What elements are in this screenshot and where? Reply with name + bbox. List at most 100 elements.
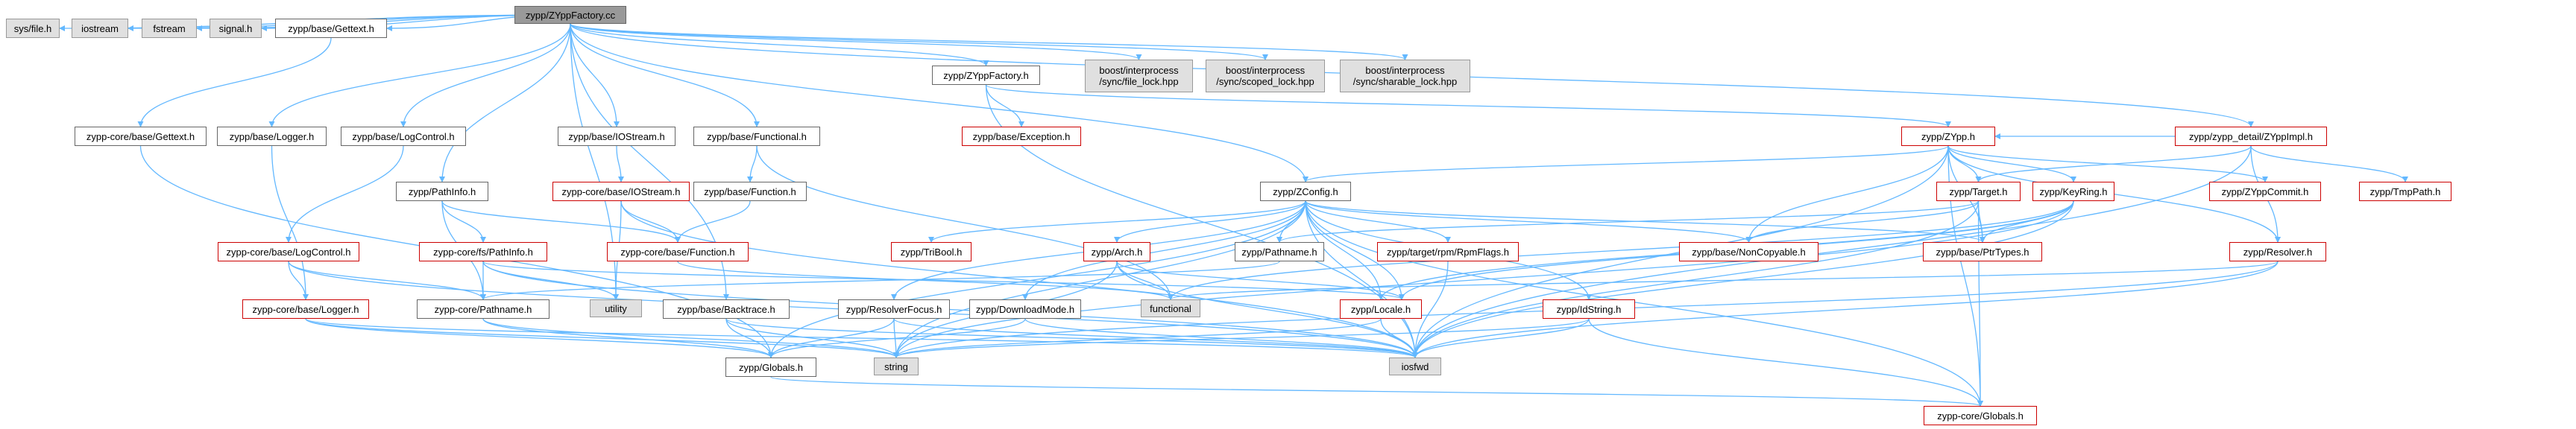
edge-keyring-to-iosfwd xyxy=(1412,200,2074,358)
node-zypph[interactable]: zypp/ZYpp.h xyxy=(1901,127,1995,146)
node-rpmflags[interactable]: zypp/target/rpm/RpmFlags.h xyxy=(1377,242,1519,261)
edge-root-to-zyppfactoryh xyxy=(570,23,989,66)
edge-downloadmode-to-globals xyxy=(768,318,1026,358)
edge-root-to-pathinfo xyxy=(439,23,571,182)
node-resolverfocus[interactable]: zypp/ResolverFocus.h xyxy=(838,299,950,319)
node-cglobals[interactable]: zypp-core/Globals.h xyxy=(1924,406,2037,425)
node-functional[interactable]: zypp/base/Functional.h xyxy=(693,127,820,146)
edge-functional-to-function xyxy=(747,145,758,182)
node-keyring[interactable]: zypp/KeyRing.h xyxy=(2032,182,2114,201)
edge-cpathname-to-string xyxy=(482,318,899,358)
node-utility[interactable]: utility xyxy=(590,299,642,317)
node-functionalsys[interactable]: functional xyxy=(1141,299,1200,317)
node-pathinfo[interactable]: zypp/PathInfo.h xyxy=(396,182,488,201)
edge-zconfig-to-cglobals xyxy=(1305,200,1983,407)
node-sysfile[interactable]: sys/file.h xyxy=(6,19,60,38)
edge-resolver-to-functionalsys xyxy=(1168,261,2279,300)
node-fstream[interactable]: fstream xyxy=(142,19,197,38)
node-slock[interactable]: boost/interprocess /sync/scoped_lock.hpp xyxy=(1206,60,1325,92)
node-pathname[interactable]: zypp/Pathname.h xyxy=(1235,242,1324,261)
edge-zconfig-to-rpmflags xyxy=(1305,200,1451,243)
edge-cpathname-to-globals xyxy=(482,318,774,358)
edge-target-to-noncopyable xyxy=(1745,200,1980,243)
node-noncopyable[interactable]: zypp/base/NonCopyable.h xyxy=(1679,242,1818,261)
edge-root-to-logcontrol xyxy=(400,23,571,127)
edge-zyppimpl-to-tmppath xyxy=(2250,145,2408,182)
edge-zconfig-to-string xyxy=(893,200,1306,358)
edge-idstring-to-iosfwd xyxy=(1412,318,1590,358)
edge-arch-to-iosfwd xyxy=(1116,261,1418,358)
edge-zypph-to-zyppcommit xyxy=(1947,145,2268,182)
edge-zconfig-to-arch xyxy=(1114,200,1306,243)
node-cpathname[interactable]: zypp-core/Pathname.h xyxy=(417,299,549,319)
edge-root-to-iostreamh xyxy=(570,23,620,127)
node-arch[interactable]: zypp/Arch.h xyxy=(1083,242,1150,261)
node-tribool[interactable]: zypp/TriBool.h xyxy=(891,242,971,261)
edge-zypph-to-keyring xyxy=(1947,145,2076,182)
edge-backtrace-to-string xyxy=(725,318,899,358)
edge-target-to-iosfwd xyxy=(1412,200,1980,358)
node-zyppcommit[interactable]: zypp/ZYppCommit.h xyxy=(2209,182,2321,201)
edge-zconfig-to-locale xyxy=(1305,200,1384,300)
edge-clogger-to-iosfwd xyxy=(305,318,1418,358)
edge-resolverfocus-to-iosfwd xyxy=(893,318,1418,358)
node-function[interactable]: zypp/base/Function.h xyxy=(693,182,807,201)
node-idstring[interactable]: zypp/IdString.h xyxy=(1543,299,1635,319)
edge-rpmflags-to-iosfwd xyxy=(1412,261,1449,358)
edge-logger-to-clogger xyxy=(271,145,309,300)
node-clogcontrol[interactable]: zypp-core/base/LogControl.h xyxy=(218,242,359,261)
node-tmppath[interactable]: zypp/TmpPath.h xyxy=(2359,182,2451,201)
node-signal[interactable]: signal.h xyxy=(210,19,262,38)
edge-root-to-logger xyxy=(268,23,571,127)
edge-function-to-cfunction xyxy=(675,200,751,243)
edge-keyring-to-ptrtypes xyxy=(1980,200,2074,243)
edge-root-to-functional xyxy=(570,23,760,127)
edge-zyppimpl-to-iosfwd xyxy=(1412,145,2252,358)
edge-keyring-to-string xyxy=(893,200,2074,358)
node-cgettext[interactable]: zypp-core/base/Gettext.h xyxy=(75,127,207,146)
edge-gettext-to-cgettext xyxy=(137,37,332,127)
edge-resolverfocus-to-globals xyxy=(768,318,895,358)
edge-downloadmode-to-iosfwd xyxy=(1024,318,1418,358)
node-exception[interactable]: zypp/base/Exception.h xyxy=(962,127,1081,146)
node-iostreamh[interactable]: zypp/base/IOStream.h xyxy=(558,127,676,146)
node-ciostream[interactable]: zypp-core/base/IOStream.h xyxy=(552,182,690,201)
edge-backtrace-to-iosfwd xyxy=(725,318,1418,358)
node-string[interactable]: string xyxy=(874,358,919,375)
node-clogger[interactable]: zypp-core/base/Logger.h xyxy=(242,299,369,319)
node-shlock[interactable]: boost/interprocess /sync/sharable_lock.h… xyxy=(1340,60,1470,92)
node-logger[interactable]: zypp/base/Logger.h xyxy=(217,127,327,146)
edge-zyppfactoryh-to-zypph xyxy=(985,84,1951,127)
node-downloadmode[interactable]: zypp/DownloadMode.h xyxy=(969,299,1081,319)
node-ptrtypes[interactable]: zypp/base/PtrTypes.h xyxy=(1923,242,2042,261)
node-iosfwd[interactable]: iosfwd xyxy=(1389,358,1441,375)
node-backtrace[interactable]: zypp/base/Backtrace.h xyxy=(663,299,790,319)
node-iostream[interactable]: iostream xyxy=(72,19,128,38)
edge-target-to-pathname xyxy=(1276,200,1980,243)
node-globals[interactable]: zypp/Globals.h xyxy=(725,358,816,377)
node-logcontrol[interactable]: zypp/base/LogControl.h xyxy=(341,127,466,146)
edge-globals-to-cglobals xyxy=(770,376,1983,407)
node-zyppfactoryh[interactable]: zypp/ZYppFactory.h xyxy=(932,66,1040,85)
edge-keyring-to-functionalsys xyxy=(1168,200,2074,300)
root-file-node: zypp/ZYppFactory.cc xyxy=(514,6,626,24)
node-zconfig[interactable]: zypp/ZConfig.h xyxy=(1260,182,1351,201)
edge-root-to-shlock xyxy=(570,23,1408,60)
edge-idstring-to-cglobals xyxy=(1588,318,1983,407)
node-gettext[interactable]: zypp/base/Gettext.h xyxy=(275,19,387,38)
node-locale[interactable]: zypp/Locale.h xyxy=(1340,299,1422,319)
node-target[interactable]: zypp/Target.h xyxy=(1936,182,2021,201)
node-cpathinfo[interactable]: zypp-core/fs/PathInfo.h xyxy=(419,242,547,261)
edge-arch-to-set xyxy=(1116,261,1405,300)
edge-ciostream-to-iosfwd xyxy=(620,200,1418,358)
node-cfunction[interactable]: zypp-core/base/Function.h xyxy=(607,242,749,261)
node-zyppimpl[interactable]: zypp/zypp_detail/ZYppImpl.h xyxy=(2175,127,2327,146)
edge-zconfig-to-set xyxy=(1305,200,1405,300)
edge-zconfig-to-iosfwd xyxy=(1305,200,1418,358)
edge-root-to-flock xyxy=(570,23,1142,60)
edge-clogger-to-string xyxy=(305,318,899,358)
edge-zconfig-to-globals xyxy=(768,200,1306,358)
node-resolver[interactable]: zypp/Resolver.h xyxy=(2229,242,2326,261)
edge-pathname-to-cpathname xyxy=(480,261,1280,300)
node-flock[interactable]: boost/interprocess /sync/file_lock.hpp xyxy=(1085,60,1193,92)
